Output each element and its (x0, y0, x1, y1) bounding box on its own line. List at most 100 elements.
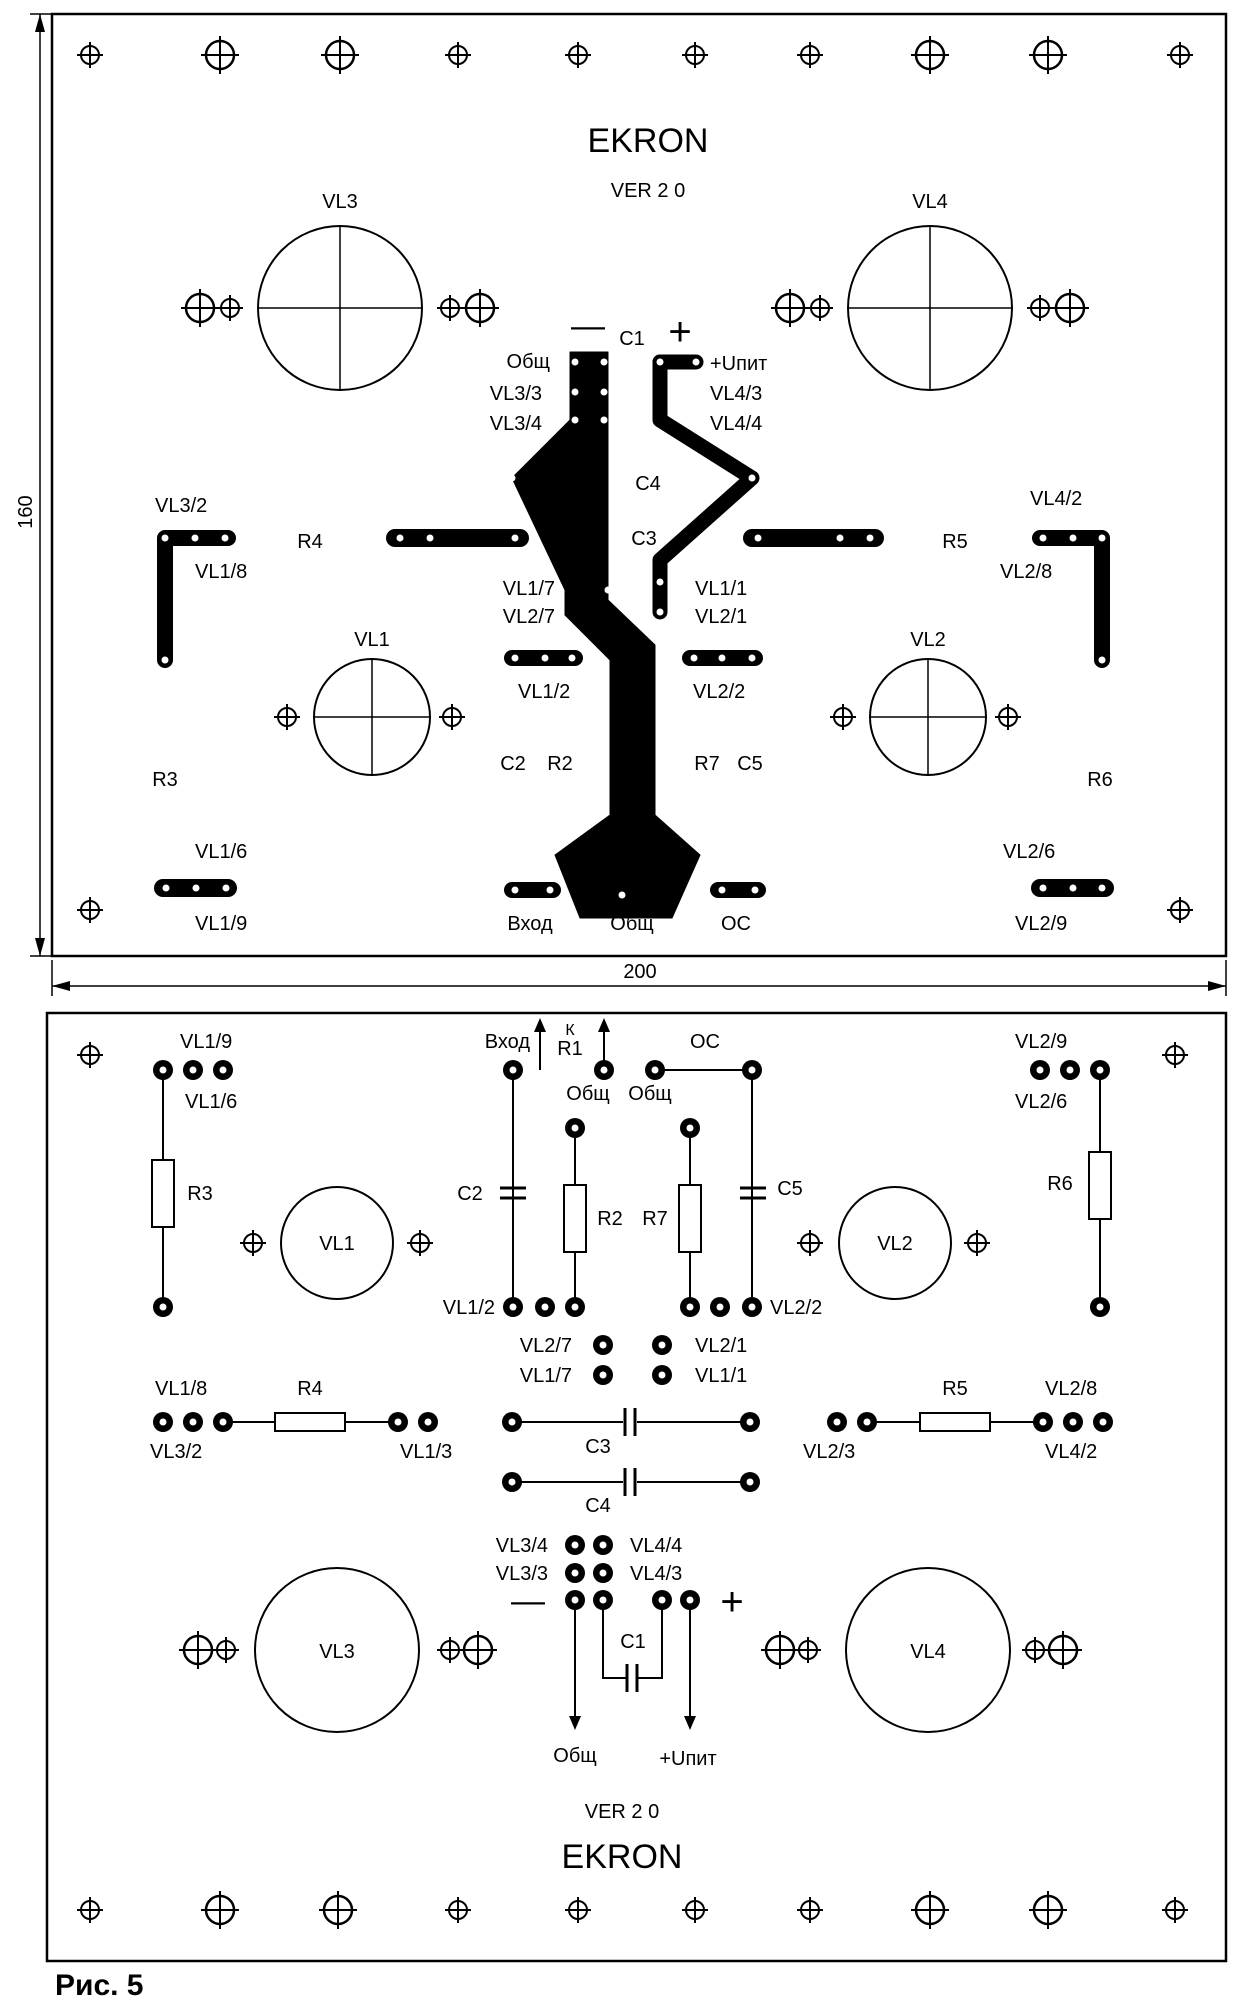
label-r7-top: R7 (694, 753, 720, 775)
label-vl4-3: VL4/3 (710, 383, 762, 405)
version-top: VER 2 0 (611, 180, 685, 202)
label-vl1-7-bot: VL1/7 (520, 1365, 572, 1387)
resistor-r7 (678, 1184, 702, 1253)
label-vl3-4-bot: VL3/4 (496, 1535, 548, 1557)
label-vl4-4-bot: VL4/4 (630, 1535, 682, 1557)
label-vl1-1-bot: VL1/1 (695, 1365, 747, 1387)
label-r6-bot: R6 (1047, 1173, 1073, 1195)
label-c2-top: C2 (500, 753, 526, 775)
label-vl1-3-bot: VL1/3 (400, 1441, 452, 1463)
label-r5-top: R5 (942, 531, 968, 553)
label-vl2-2-bot: VL2/2 (770, 1297, 822, 1319)
label-c3-bot: C3 (585, 1436, 611, 1458)
label-vl1-8-top: VL1/8 (195, 561, 247, 583)
label-vl3-bot: VL3 (319, 1641, 355, 1663)
label-vl3-3-bot: VL3/3 (496, 1563, 548, 1585)
label-vl2-8-bot: VL2/8 (1045, 1378, 1097, 1400)
label-r5-bot: R5 (942, 1378, 968, 1400)
label-vl2-top: VL2 (910, 629, 946, 651)
label-oc-top: OC (721, 913, 751, 935)
socket-vl1 (273, 658, 466, 776)
label-vl2-3-bot: VL2/3 (803, 1441, 855, 1463)
label-c4-top: C4 (635, 473, 661, 495)
copper-side-board: 160 200 EKRON VER 2 0 (15, 12, 1228, 996)
label-vl2-1-bot: VL2/1 (695, 1335, 747, 1357)
label-vl2-bot: VL2 (877, 1233, 913, 1255)
label-r6-top: R6 (1087, 769, 1113, 791)
label-r1-bot: R1 (557, 1038, 583, 1060)
label-obsch-bottom-top: Общ (610, 913, 653, 935)
label-vl2-2-top: VL2/2 (693, 681, 745, 703)
label-c5-bot: C5 (777, 1178, 803, 1200)
label-r3-top: R3 (152, 769, 178, 791)
label-vl4-4: VL4/4 (710, 413, 762, 435)
label-vl3-2-bot: VL3/2 (150, 1441, 202, 1463)
label-vl2-7-bot: VL2/7 (520, 1335, 572, 1357)
label-vl1-6-top: VL1/6 (195, 841, 247, 863)
label-c4-bot: C4 (585, 1495, 611, 1517)
capacitors (500, 1186, 766, 1692)
dimension-height: 160 (15, 13, 52, 957)
label-vl3-top: VL3 (322, 191, 358, 213)
component-side-board: VL1/9 VL1/6 VL2/9 VL2/6 Вход К R1 OC Общ… (45, 1011, 1228, 1963)
mounting-holes-bottom (76, 1041, 1189, 1931)
label-vl1-6-bot: VL1/6 (185, 1091, 237, 1113)
label-r2-top: R2 (547, 753, 573, 775)
label-vl3-4: VL3/4 (490, 413, 542, 435)
resistors (151, 1151, 1112, 1432)
component-wires (162, 1022, 1101, 1725)
label-obsch-b-bot: Общ (628, 1083, 671, 1105)
figure-caption: Рис. 5 (55, 1969, 144, 2002)
dimension-width: 200 (51, 960, 1227, 996)
label-c1: C1 (619, 328, 645, 350)
label-vl4-3-bot: VL4/3 (630, 1563, 682, 1585)
brand-top: EKRON (588, 122, 709, 160)
label-vhod-bot: Вход (485, 1031, 531, 1053)
label-vl2-7-top: VL2/7 (503, 606, 555, 628)
arrowheads (534, 1018, 696, 1730)
resistor-r3 (151, 1159, 175, 1228)
label-c1-minus: — (571, 307, 605, 345)
label-vl1-top: VL1 (354, 629, 390, 651)
dim-height-label: 160 (15, 495, 37, 528)
label-upit-bot: +Uпит (659, 1748, 716, 1770)
component-side-labels: VL1/9 VL1/6 VL2/9 VL2/6 Вход К R1 OC Общ… (150, 1022, 1097, 1770)
label-vl4-bot: VL4 (910, 1641, 946, 1663)
label-plus-bot: + (720, 1580, 743, 1624)
label-r4-bot: R4 (297, 1378, 323, 1400)
label-vl1-bot: VL1 (319, 1233, 355, 1255)
label-vl1-9-top: VL1/9 (195, 913, 247, 935)
label-c1-plus: + (668, 310, 691, 354)
label-upit-top: +Uпит (710, 353, 767, 375)
label-k-bot: К (565, 1022, 575, 1039)
label-c3-top: C3 (631, 528, 657, 550)
label-oc-bot: OC (690, 1031, 720, 1053)
board-outline-bottom (45, 1011, 1228, 1963)
label-vl2-9-bot: VL2/9 (1015, 1031, 1067, 1053)
brand-bottom: EKRON (562, 1838, 683, 1876)
resistor-r4 (274, 1412, 346, 1432)
label-vl4-2-top: VL4/2 (1030, 488, 1082, 510)
label-vl4-top: VL4 (912, 191, 948, 213)
label-vl2-9-top: VL2/9 (1015, 913, 1067, 935)
version-bottom: VER 2 0 (585, 1801, 659, 1823)
label-minus-bot: — (511, 1582, 545, 1620)
label-obsch-out-bot: Общ (553, 1745, 596, 1767)
label-c2-bot: C2 (457, 1183, 483, 1205)
dim-width-label: 200 (623, 961, 656, 983)
copper-pad-holes (161, 358, 1106, 899)
label-vl2-8-top: VL2/8 (1000, 561, 1052, 583)
resistor-r2 (563, 1184, 587, 1253)
tubes-bottom (177, 1186, 1084, 1733)
socket-vl2 (829, 658, 1022, 776)
label-vhod-top: Вход (507, 913, 553, 935)
label-vl1-8-bot: VL1/8 (155, 1378, 207, 1400)
label-r7-bot: R7 (642, 1208, 668, 1230)
resistor-r6 (1088, 1151, 1112, 1220)
label-vl4-2-bot: VL4/2 (1045, 1441, 1097, 1463)
copper-traces (154, 351, 1114, 919)
copper-side-labels: — C1 + Общ +Uпит VL3/3 VL3/4 VL4/3 VL4/4… (152, 307, 1113, 935)
label-vl1-7-top: VL1/7 (503, 578, 555, 600)
resistor-r5 (919, 1412, 991, 1432)
